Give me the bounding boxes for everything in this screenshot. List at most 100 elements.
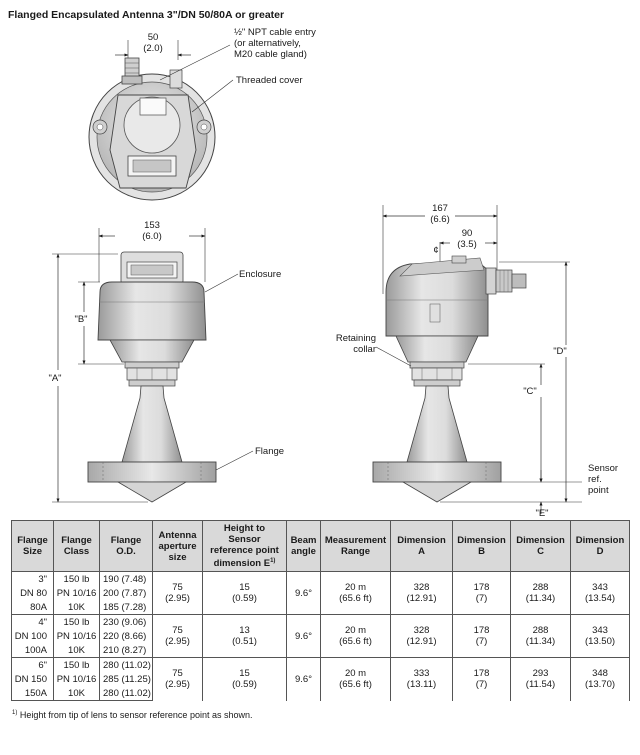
flange-size-cell: DN 80 xyxy=(11,586,54,601)
footnote: 1) Height from tip of lens to sensor ref… xyxy=(12,710,252,720)
dimension-a-cell: 333(13.11) xyxy=(390,657,453,701)
sensor-ref-label-line-3: point xyxy=(588,485,609,496)
cable-entry-label-line-1: ½" NPT cable entry xyxy=(234,27,316,38)
height-e-cell: 15(0.59) xyxy=(202,571,287,615)
flange-class-cell: 150 lb xyxy=(53,614,100,630)
flange-od-cell: 210 (8.27) xyxy=(99,643,153,659)
dimension-c-label: "C" xyxy=(523,386,537,397)
flange-od-cell: 280 (11.02) xyxy=(99,657,153,673)
table-row: 150A 10K 280 (11.02) xyxy=(11,686,630,702)
flange-size-cell: DN 150 xyxy=(11,672,54,687)
beam-angle-cell: 9.6° xyxy=(286,571,321,615)
footnote-mark: 1) xyxy=(12,710,18,716)
dimension-b-label: "B" xyxy=(74,314,87,325)
dimension-d-cell: 343(13.54) xyxy=(570,571,630,615)
table-row: 6" 150 lb 280 (11.02) 75(2.95) 15(0.59) … xyxy=(11,657,630,701)
retaining-collar-label-line-1: Retaining xyxy=(336,333,376,344)
top-width-inch: (2.0) xyxy=(143,43,163,54)
flange-class-cell: PN 10/16 xyxy=(53,586,100,601)
top-view: 50 (2.0) ½" NPT cable entry (or alternat… xyxy=(88,27,316,201)
range-cell: 20 m(65.6 ft) xyxy=(320,571,391,615)
side-width-value: 167 xyxy=(432,203,448,214)
dimension-d-cell: 343(13.50) xyxy=(570,614,630,658)
side-width-inch: (6.6) xyxy=(430,214,450,225)
side-view: 167 (6.6) 90 (3.5) ¢ xyxy=(336,203,618,519)
flange-size-cell: 150A xyxy=(11,686,54,702)
technical-drawing: 50 (2.0) ½" NPT cable entry (or alternat… xyxy=(48,27,618,519)
table-row: DN 150 PN 10/16 285 (11.25) xyxy=(11,672,630,687)
flange-class-cell: 150 lb xyxy=(53,571,100,587)
flange-class-cell: 10K xyxy=(53,643,100,659)
flange-class-cell: PN 10/16 xyxy=(53,672,100,687)
dimension-a-cell: 328(12.91) xyxy=(390,571,453,615)
dimension-b-cell: 178(7) xyxy=(452,657,511,701)
flange-size-cell: 6" xyxy=(11,657,54,673)
dimension-c-cell: 288(11.34) xyxy=(510,571,571,615)
dimension-e-label: "E" xyxy=(535,508,548,519)
centerline-mark: ¢ xyxy=(433,245,438,256)
table-row: DN 80 PN 10/16 200 (7.87) xyxy=(11,586,630,601)
cable-entry-label-line-2: (or alternatively, xyxy=(234,38,301,49)
flange-size-cell: 4" xyxy=(11,614,54,630)
flange-class-cell: 10K xyxy=(53,600,100,616)
flange-od-cell: 185 (7.28) xyxy=(99,600,153,616)
flange-size-cell: 100A xyxy=(11,643,54,659)
flange-class-cell: 10K xyxy=(53,686,100,702)
flange-od-cell: 200 (7.87) xyxy=(99,586,153,601)
dimension-c-cell: 288(11.34) xyxy=(510,614,571,658)
dimension-b-cell: 178(7) xyxy=(452,614,511,658)
flange-size-cell: 3" xyxy=(11,571,54,587)
threaded-cover-label: Threaded cover xyxy=(236,75,303,86)
page-title: Flanged Encapsulated Antenna 3"/DN 50/80… xyxy=(8,9,285,21)
flange-label: Flange xyxy=(255,446,284,457)
dimension-d-cell: 348(13.70) xyxy=(570,657,630,701)
side-offset-inch: (3.5) xyxy=(457,239,477,250)
flange-size-cell: DN 100 xyxy=(11,629,54,644)
flange-class-cell: 150 lb xyxy=(53,657,100,673)
dimension-c-cell: 293(11.54) xyxy=(510,657,571,701)
table-row: 3" 150 lb 190 (7.48) 75(2.95) 15(0.59) 9… xyxy=(11,571,630,615)
flange-size-cell: 80A xyxy=(11,600,54,616)
beam-angle-cell: 9.6° xyxy=(286,657,321,701)
front-view: 153 (6.0) "A" "B" Enc xyxy=(48,220,284,503)
flange-class-cell: PN 10/16 xyxy=(53,629,100,644)
aperture-cell: 75(2.95) xyxy=(152,571,203,615)
dimension-a-cell: 328(12.91) xyxy=(390,614,453,658)
table-row: DN 100 PN 10/16 220 (8.66) xyxy=(11,629,630,644)
flange-od-cell: 230 (9.06) xyxy=(99,614,153,630)
flange-od-cell: 280 (11.02) xyxy=(99,686,153,702)
table-row: 80A 10K 185 (7.28) xyxy=(11,600,630,616)
front-width-inch: (6.0) xyxy=(142,231,162,242)
table-row: 4" 150 lb 230 (9.06) 75(2.95) 13(0.51) 9… xyxy=(11,614,630,658)
flange-od-cell: 285 (11.25) xyxy=(99,672,153,687)
flange-od-cell: 220 (8.66) xyxy=(99,629,153,644)
height-e-cell: 15(0.59) xyxy=(202,657,287,701)
side-offset-value: 90 xyxy=(462,228,473,239)
aperture-cell: 75(2.95) xyxy=(152,614,203,658)
dimension-b-cell: 178(7) xyxy=(452,571,511,615)
top-width-value: 50 xyxy=(148,32,159,43)
sensor-ref-label-line-1: Sensor xyxy=(588,463,618,474)
table-row: 100A 10K 210 (8.27) xyxy=(11,643,630,659)
flange-od-cell: 190 (7.48) xyxy=(99,571,153,587)
beam-angle-cell: 9.6° xyxy=(286,614,321,658)
range-cell: 20 m(65.6 ft) xyxy=(320,657,391,701)
footnote-text: Height from tip of lens to sensor refere… xyxy=(19,710,253,720)
dimension-a-label: "A" xyxy=(48,373,61,384)
retaining-collar-label-line-2: collar xyxy=(353,344,376,355)
height-e-cell: 13(0.51) xyxy=(202,614,287,658)
